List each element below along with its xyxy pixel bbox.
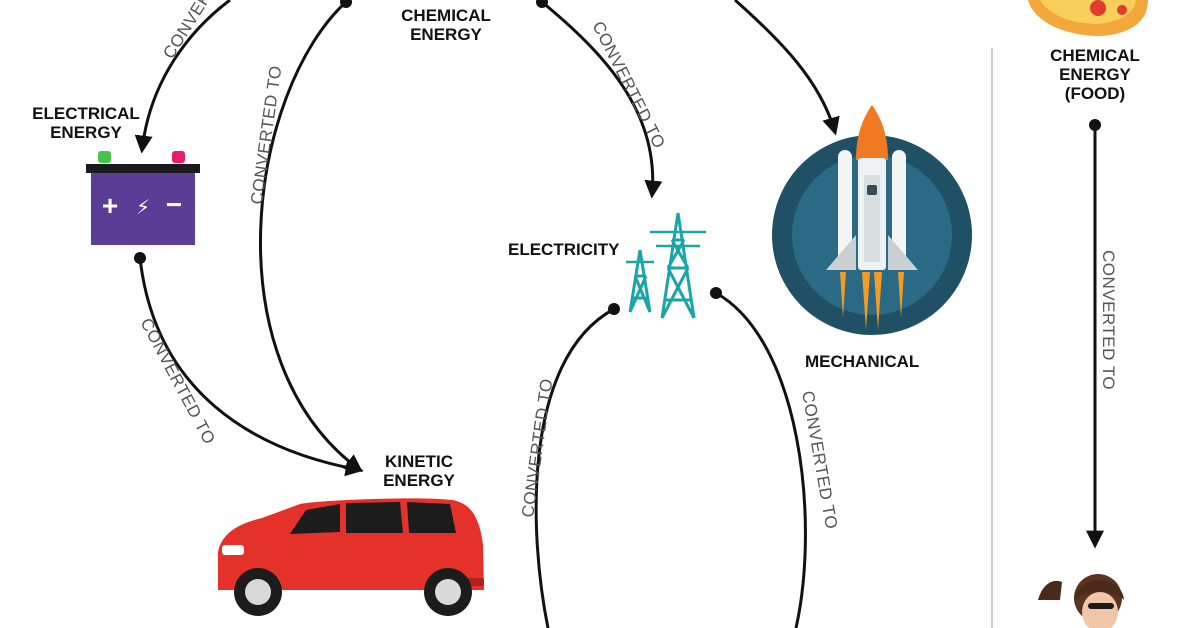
dot-electricity-right — [710, 287, 722, 299]
svg-text:−: − — [166, 189, 182, 220]
converted-label-battery-car: CONVERTED TO — [136, 315, 219, 448]
svg-text:+: + — [102, 190, 118, 221]
battery-icon: + ⚡ − — [86, 151, 200, 245]
arrow-electricity-left — [534, 307, 615, 628]
pizza-icon — [1028, 0, 1148, 36]
converted-label-elec-left: CONVERTED TO — [518, 377, 556, 518]
arrow-chemical-to-mechanical — [734, 0, 840, 136]
power-pylon-icon — [626, 212, 706, 319]
label-electricity: ELECTRICITY — [508, 240, 620, 259]
svg-text:⚡: ⚡ — [136, 195, 150, 219]
dot-food — [1089, 119, 1101, 131]
label-mechanical: MECHANICAL — [805, 352, 920, 371]
converted-label-chem-elec: CONVERTED TO — [588, 18, 669, 151]
arrow-chemical-to-kinetic — [259, 0, 363, 473]
dot-chemical-left — [340, 0, 352, 8]
converted-label-left-arc: CONVERTED TO — [247, 64, 285, 205]
converted-label-food: CONVERTED TO — [1099, 250, 1118, 390]
rocket-icon — [772, 105, 972, 335]
car-icon — [218, 498, 484, 616]
arrow-battery-to-car — [138, 257, 364, 477]
arrow-electricity-right — [715, 291, 807, 628]
dot-electricity-left — [608, 303, 620, 315]
arrow-chemical-to-electrical — [134, 0, 231, 154]
converted-label-top-left: CONVERTED TO — [159, 0, 249, 62]
dot-chemical-right — [536, 0, 548, 8]
arrow-chemical-to-electricity — [541, 0, 663, 199]
dot-battery — [134, 252, 146, 264]
person-icon — [1038, 574, 1124, 628]
